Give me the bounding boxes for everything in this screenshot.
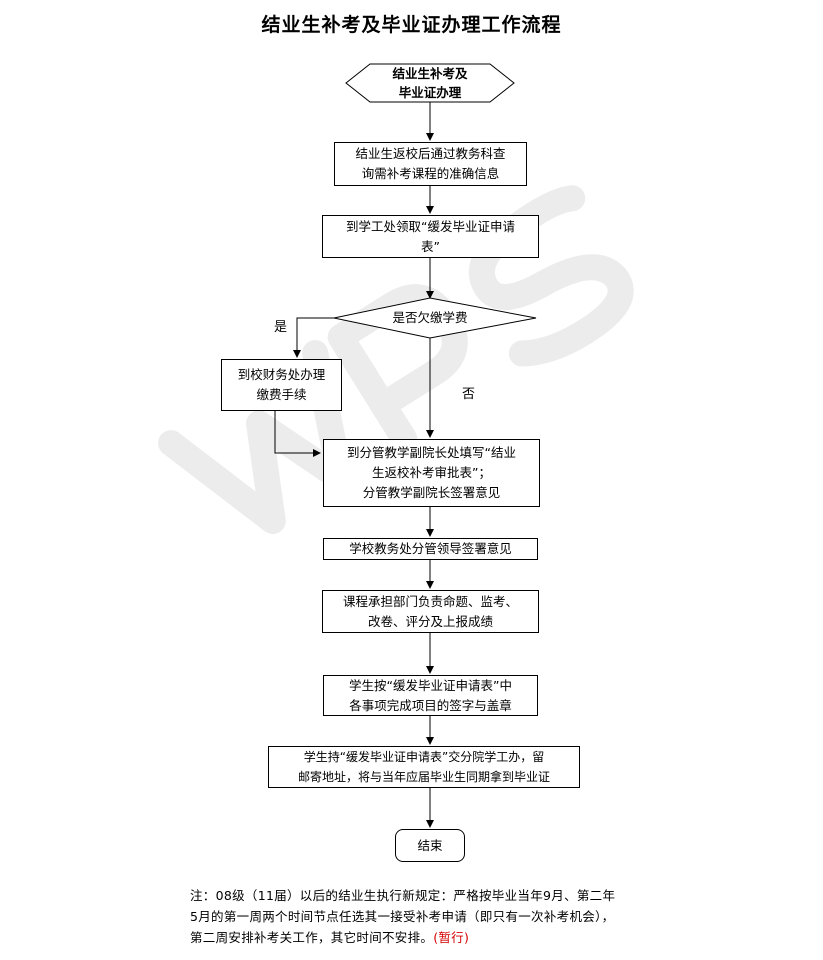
step-query-courses: 结业生返校后通过教务科查 询需补考课程的准确信息 (334, 142, 527, 186)
footnote-provisional: (暂行) (433, 930, 470, 945)
footnote: 注：08级（11届）以后的结业生执行新规定：严格按毕业当年9月、第二年5月的第一… (190, 885, 620, 948)
step-sign-stamp: 学生按“缓发毕业证申请表”中 各事项完成项目的签字与盖章 (323, 675, 538, 716)
step-submit-form: 学生持“缓发毕业证申请表”交分院学工办，留 邮寄地址，将与当年应届毕业生同期拿到… (268, 746, 580, 788)
start-node: 结业生补考及 毕业证办理 (392, 66, 468, 100)
step-pay-fees: 到校财务处办理 缴费手续 (221, 359, 342, 411)
start-shape (345, 63, 515, 103)
end-node: 结束 (395, 829, 465, 862)
step-get-form: 到学工处领取“缓发毕业证申请 表” (322, 215, 539, 258)
step-fill-approval: 到分管教学副院长处填写“结业 生返校补考审批表”； 分管教学副院长签署意见 (323, 439, 540, 507)
no-label: 否 (462, 387, 476, 402)
step-office-approval: 学校教务处分管领导签署意见 (323, 538, 538, 560)
decision-label: 是否欠缴学费 (392, 310, 468, 325)
decision-shape (333, 297, 537, 339)
footnote-text: 注：08级（11届）以后的结业生执行新规定：严格按毕业当年9月、第二年5月的第一… (190, 888, 616, 945)
page-title: 结业生补考及毕业证办理工作流程 (261, 14, 562, 36)
yes-label: 是 (274, 320, 288, 335)
step-exam-grading: 课程承担部门负责命题、监考、 改卷、评分及上报成绩 (322, 590, 539, 633)
